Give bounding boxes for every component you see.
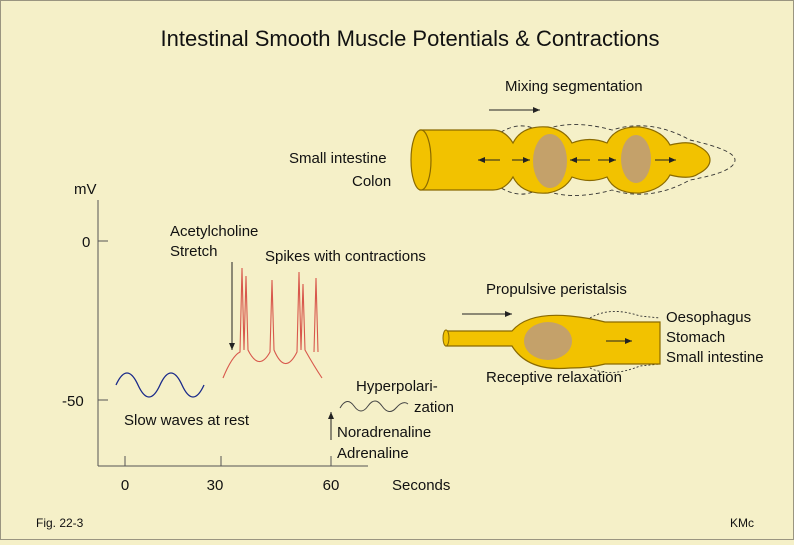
tube-opening — [410, 129, 432, 191]
peristalsis-site-oesophagus: Oesophagus — [666, 309, 751, 326]
spike-trace — [222, 267, 323, 379]
peristalsis-bolus — [524, 322, 572, 360]
x-tick-label-0: 0 — [121, 477, 129, 494]
peristalsis-site-stomach: Stomach — [666, 329, 725, 346]
hyperpolari-label: Hyperpolari- — [356, 378, 438, 395]
y-tick-label-minus50: -50 — [62, 393, 84, 410]
peristalsis-site-small-intestine: Small intestine — [666, 349, 764, 366]
receptive-relaxation-label: Receptive relaxation — [486, 369, 622, 386]
y-tick-label-0: 0 — [82, 234, 90, 251]
peristalsis-tube-opening — [442, 329, 450, 347]
x-axis-unit: Seconds — [392, 477, 450, 494]
segmentation-site-small-intestine: Small intestine — [289, 150, 387, 167]
figure-label: Fig. 22-3 — [36, 516, 84, 530]
zation-label: zation — [414, 399, 454, 416]
x-tick-label-30: 30 — [207, 477, 224, 494]
x-tick-label-60: 60 — [323, 477, 340, 494]
noradrenaline-label: Noradrenaline — [337, 424, 431, 441]
segmentation-title: Mixing segmentation — [505, 78, 643, 95]
slow-waves-label: Slow waves at rest — [124, 412, 250, 429]
acetylcholine-label: Acetylcholine — [170, 223, 258, 240]
food-bolus-1 — [533, 134, 567, 188]
segmentation-dashed-outline — [494, 124, 736, 196]
potential-graph: mV 0 -50 0 30 60 Seconds Slow waves at r… — [62, 181, 454, 494]
peristalsis-title: Propulsive peristalsis — [486, 281, 627, 298]
peristalsis-diagram: Propulsive peristalsis Receptive relaxat… — [442, 281, 764, 386]
segmentation-diagram: Mixing segmentation Small intestine Colo… — [289, 78, 736, 196]
peristalsis-dashed-outline — [589, 311, 661, 373]
author-credit: KMc — [730, 516, 754, 530]
stretch-label: Stretch — [170, 243, 218, 260]
hyperpolarization-trace — [339, 400, 409, 412]
spikes-label: Spikes with contractions — [265, 248, 426, 265]
segmentation-site-colon: Colon — [352, 173, 391, 190]
adrenaline-label: Adrenaline — [337, 445, 409, 462]
slow-wave-trace — [115, 372, 205, 398]
food-bolus-2 — [621, 135, 651, 183]
figure-title: Intestinal Smooth Muscle Potentials & Co… — [161, 26, 660, 51]
y-axis-unit: mV — [74, 181, 97, 198]
